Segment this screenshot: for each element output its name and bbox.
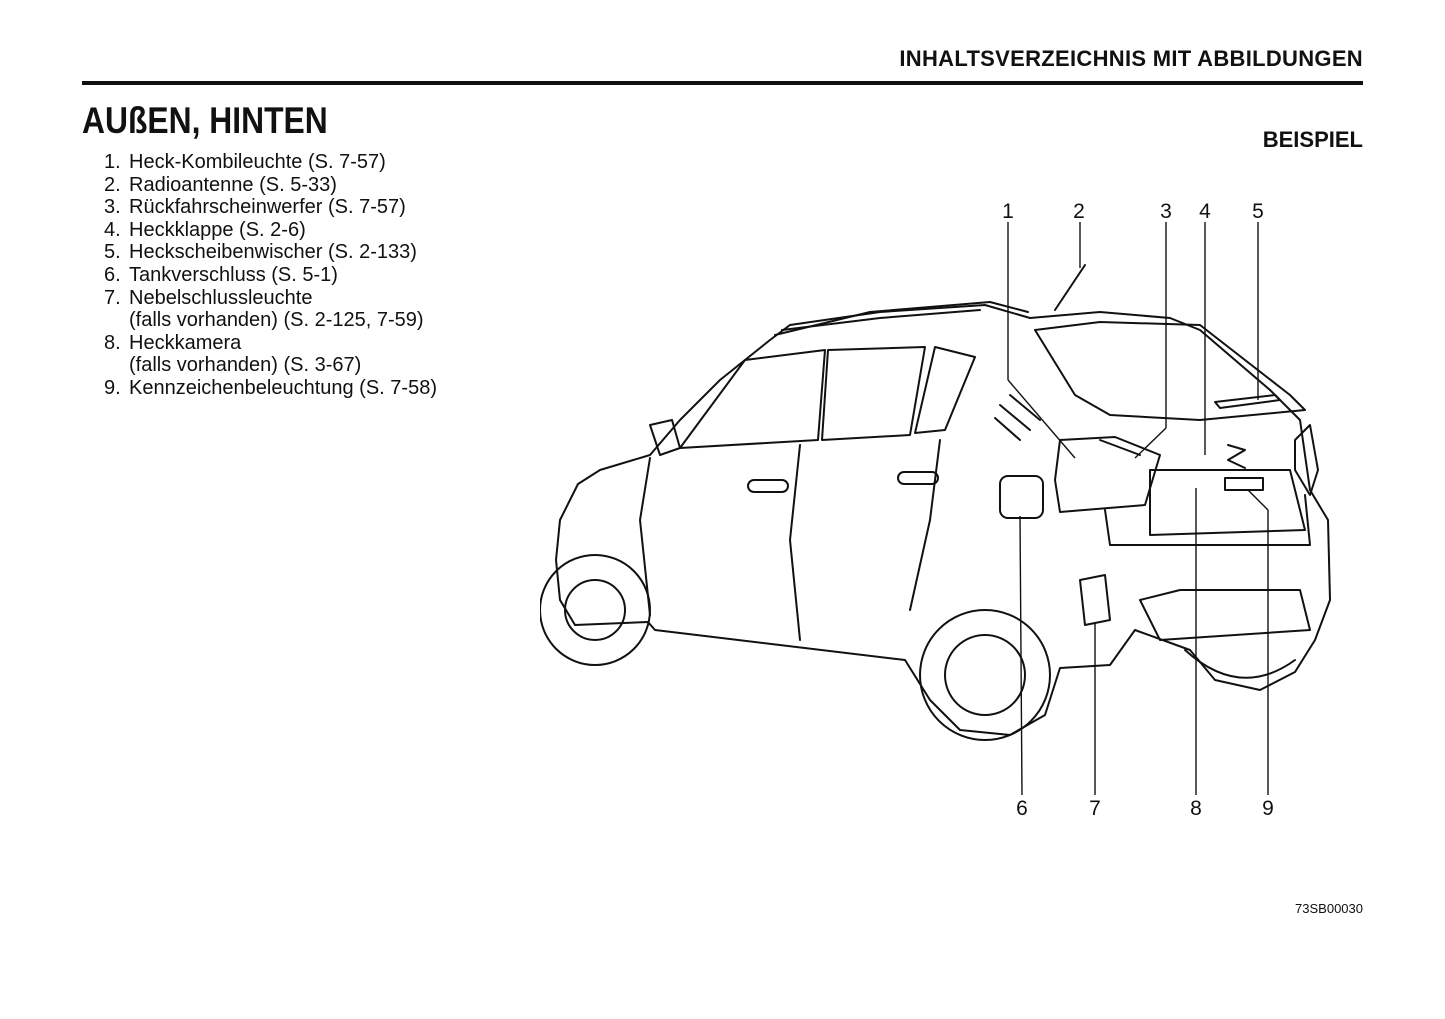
legend-item: 4.Heckklappe (S. 2-6) xyxy=(104,218,306,241)
callout-6: 6 xyxy=(1016,797,1028,820)
callout-5: 5 xyxy=(1252,200,1264,223)
figure-code: 73SB00030 xyxy=(1295,901,1363,916)
header-rule xyxy=(82,81,1363,85)
callout-1: 1 xyxy=(1002,200,1014,223)
legend-list: 1.Heck-Kombileuchte (S. 7-57) 2.Radioant… xyxy=(104,151,437,400)
page-title: AUßEN, HINTEN xyxy=(82,100,328,141)
legend-item: 1.Heck-Kombileuchte (S. 7-57) xyxy=(104,151,386,173)
legend-item: 3.Rückfahrscheinwerfer (S. 7-57) xyxy=(104,196,406,219)
legend-item: 5.Heckscheibenwischer (S. 2-133) xyxy=(104,241,417,264)
legend-item: 6.Tankverschluss (S. 5-1) xyxy=(104,263,338,286)
callout-8: 8 xyxy=(1190,797,1202,820)
callout-4: 4 xyxy=(1199,200,1211,223)
section-header: INHALTSVERZEICHNIS MIT ABBILDUNGEN xyxy=(899,46,1363,71)
legend-item-continuation: (falls vorhanden) (S. 2-125, 7-59) xyxy=(129,309,424,332)
callout-2: 2 xyxy=(1073,200,1085,223)
car-rear-illustration: 1 2 3 4 5 6 7 8 9 xyxy=(540,200,1331,820)
legend-item: 2.Radioantenne (S. 5-33) xyxy=(104,173,337,196)
legend-item: 8.Heckkamera xyxy=(104,331,242,354)
callout-9: 9 xyxy=(1262,797,1274,820)
callout-3: 3 xyxy=(1160,200,1172,223)
legend-item-continuation: (falls vorhanden) (S. 3-67) xyxy=(129,354,362,377)
legend-item: 9.Kennzeichenbeleuchtung (S. 7-58) xyxy=(104,376,437,399)
legend-item: 7.Nebelschlussleuchte xyxy=(104,286,313,309)
example-label: BEISPIEL xyxy=(1262,127,1363,152)
callout-7: 7 xyxy=(1089,797,1101,820)
